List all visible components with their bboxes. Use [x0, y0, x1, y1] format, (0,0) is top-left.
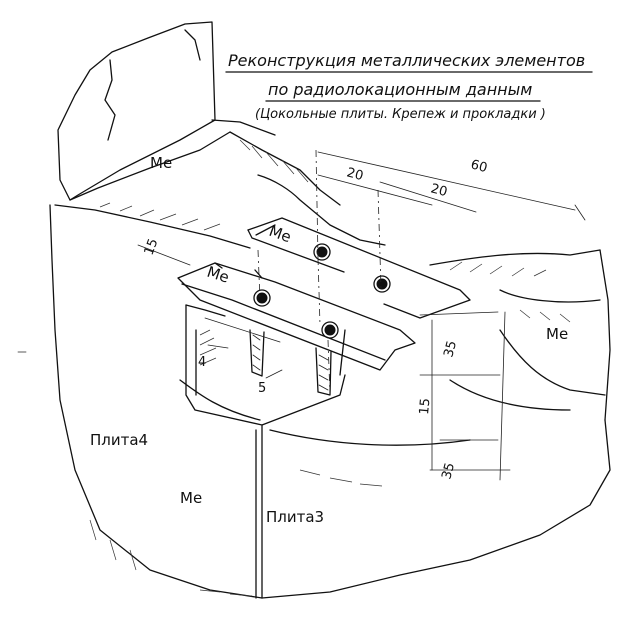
dim-60: 60 — [469, 157, 489, 176]
dimension-labels: 60 20 20 15 35 15 35 — [142, 157, 489, 481]
material-labels: Ме Ме Ме Ме Ме — [150, 154, 568, 507]
title-line-2: по радиолокационным данным — [268, 80, 532, 99]
bolt-3 — [256, 292, 268, 304]
title-line-3: (Цокольные плиты. Крепеж и прокладки ) — [255, 107, 546, 122]
me-label-upper-plate: Ме — [267, 222, 294, 246]
plate-labels: Плита4 Плита3 — [90, 431, 324, 526]
lower-plate — [177, 262, 416, 371]
anchors — [249, 329, 332, 396]
plate-4-label: Плита4 — [90, 431, 148, 449]
dim-20-b: 20 — [429, 181, 449, 200]
title-block: Реконструкция металлических элементов по… — [225, 51, 593, 122]
dimension-lines — [137, 151, 586, 481]
me-label-right: Ме — [546, 325, 568, 343]
dim-15-side: 15 — [417, 398, 433, 416]
ground-slab — [49, 204, 611, 599]
me-label-upper-left: Ме — [150, 154, 172, 172]
bolt-4 — [324, 324, 336, 336]
bolt-2 — [376, 278, 388, 290]
plate-3-label: Плита3 — [266, 508, 324, 526]
me-label-bottom: Ме — [180, 489, 202, 507]
bolts — [253, 243, 391, 339]
title-line-1: Реконструкция металлических элементов — [228, 51, 585, 70]
dim-20-a: 20 — [345, 165, 365, 184]
callouts: 4 5 — [198, 355, 266, 396]
dim-35-b: 35 — [439, 461, 458, 481]
me-label-lower-plate: Ме — [205, 263, 232, 287]
axis-lines — [257, 149, 382, 396]
dim-35-a: 35 — [441, 339, 460, 359]
callout-5: 5 — [258, 381, 266, 396]
bolt-1 — [316, 246, 328, 258]
upper-plate — [247, 217, 471, 319]
central-block — [185, 304, 346, 599]
dim-15-top: 15 — [142, 237, 162, 258]
upper-left-block — [54, 21, 386, 249]
callout-4: 4 — [198, 355, 206, 370]
